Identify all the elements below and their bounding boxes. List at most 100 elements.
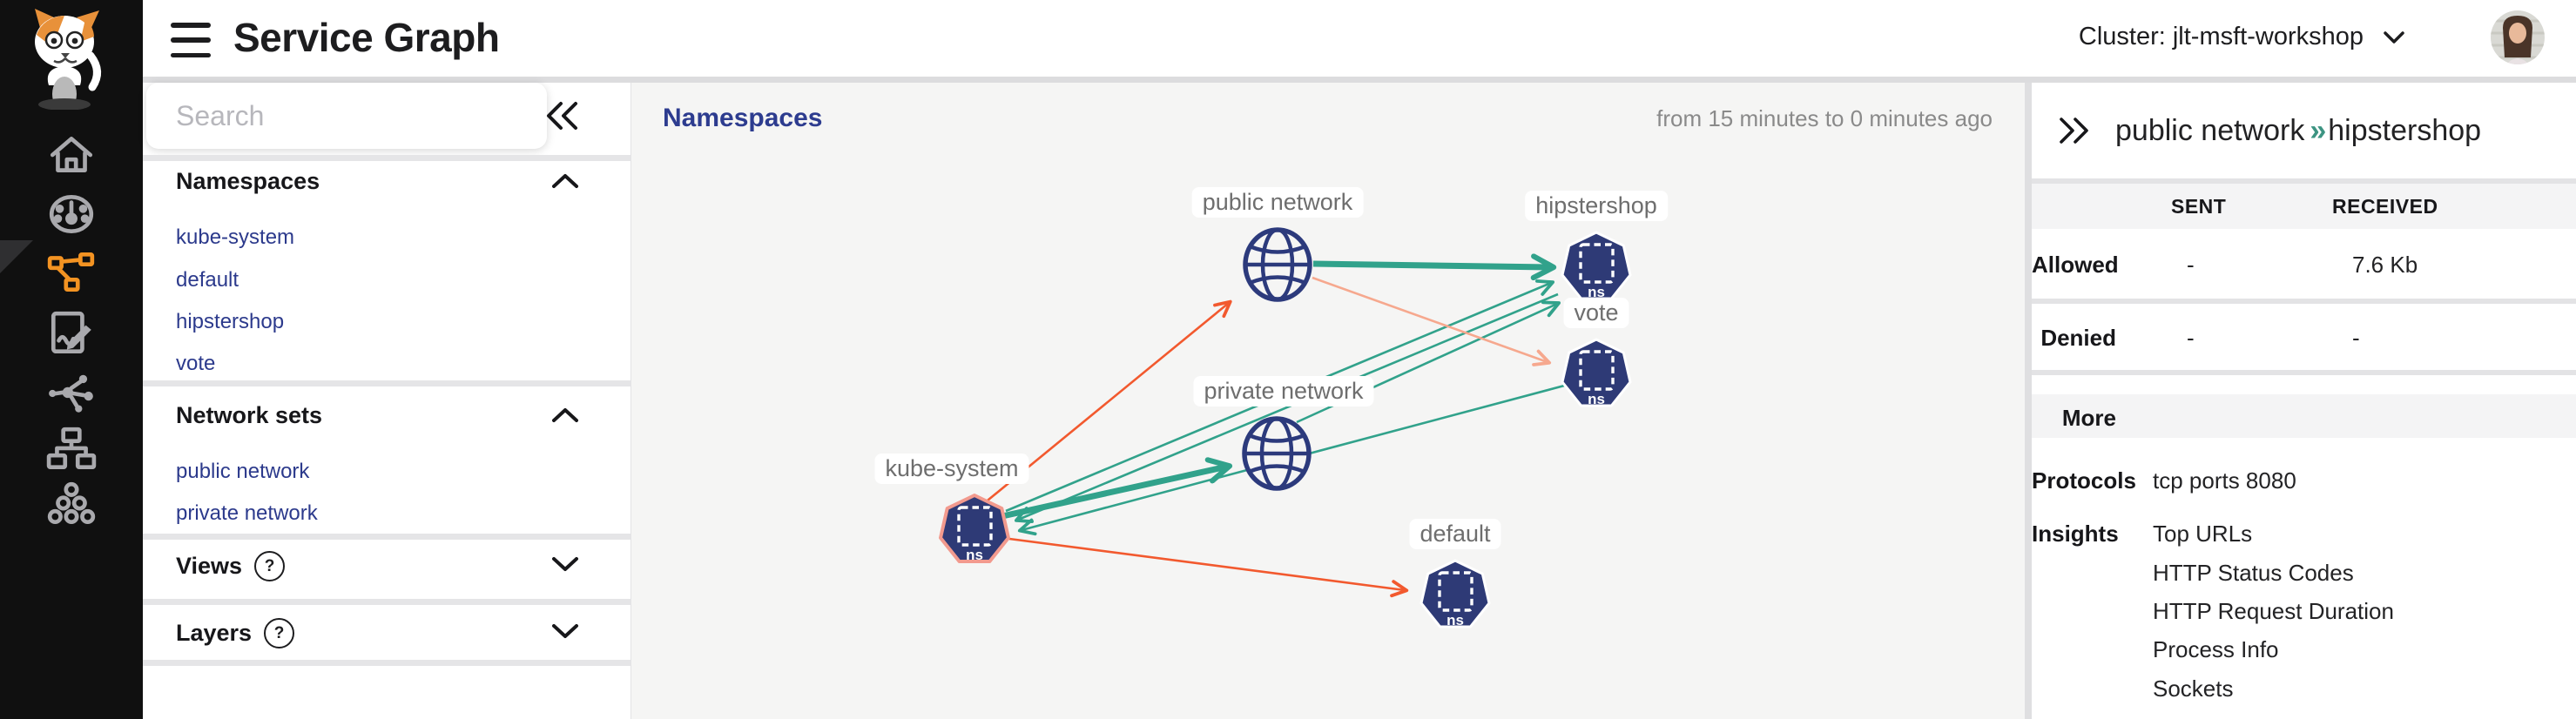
cluster-label: Cluster: jlt-msft-workshop <box>2078 23 2364 50</box>
graph-edge-hipstershop-to-kube-system[interactable] <box>1014 292 1559 524</box>
topbar-divider <box>143 77 2576 83</box>
layers-section-label: Layers <box>176 620 253 646</box>
denied-sent-value: - <box>2187 325 2195 351</box>
active-nav-notch <box>0 240 33 273</box>
insight-item: HTTP Request Duration <box>2153 598 2394 624</box>
namespace-link-default[interactable]: default <box>176 268 239 292</box>
namespace-link-kube-system[interactable]: kube-system <box>176 225 295 249</box>
divider <box>143 660 631 666</box>
canvas-view-label: Namespaces <box>663 104 823 132</box>
help-icon[interactable]: ? <box>264 618 295 648</box>
user-avatar[interactable] <box>2491 10 2545 64</box>
service-graph-canvas: Namespaces from 15 minutes to 0 minutes … <box>631 83 2026 719</box>
divider <box>2032 370 2576 375</box>
allowed-received-value: 7.6 Kb <box>2352 252 2418 278</box>
namespaces-section-label: Namespaces <box>176 168 320 194</box>
svg-text:ns: ns <box>966 547 983 563</box>
nav-home-icon[interactable] <box>0 128 143 182</box>
nav-dashboard-icon[interactable] <box>0 187 143 241</box>
more-section-band[interactable]: More <box>2032 394 2576 438</box>
breadcrumb-source: public network <box>2115 113 2305 147</box>
nav-flows-icon[interactable] <box>0 366 143 420</box>
chevron-down-icon <box>2384 30 2404 44</box>
network-sets-section-label: Network sets <box>176 402 323 428</box>
column-header-received: RECEIVED <box>2332 195 2438 218</box>
svg-text:ns: ns <box>1446 612 1464 628</box>
protocols-value: tcp ports 8080 <box>2153 467 2296 494</box>
graph-edge-kube-system-to-default[interactable] <box>1008 537 1409 598</box>
allowed-sent-value: - <box>2187 252 2195 278</box>
insight-item: HTTP Status Codes <box>2153 560 2354 586</box>
insight-item: Sockets <box>2153 675 2234 702</box>
divider <box>143 534 631 540</box>
edge-breadcrumb: public network»hipstershop <box>2115 114 2481 148</box>
chevron-up-icon[interactable] <box>550 406 580 425</box>
graph-edge-public-network-to-hipstershop[interactable] <box>1312 253 1557 281</box>
graph-sidebar: Namespaces kube-system default hipstersh… <box>143 83 631 719</box>
node-label-kube-system: kube-system <box>874 454 1029 484</box>
divider <box>143 155 631 161</box>
node-label-hipstershop: hipstershop <box>1525 191 1668 221</box>
nav-service-graph-icon[interactable] <box>0 245 143 299</box>
collapse-panel-icon[interactable] <box>540 95 585 137</box>
section-layers[interactable]: Layers ? <box>143 615 631 656</box>
collapse-details-icon[interactable] <box>2058 117 2091 144</box>
more-label: More <box>2061 405 2116 431</box>
svg-text:ns: ns <box>1588 391 1605 407</box>
row-label-allowed: Allowed <box>2032 252 2119 278</box>
row-label-denied: Denied <box>2040 325 2116 351</box>
section-namespaces[interactable]: Namespaces <box>143 165 631 206</box>
chevron-down-icon[interactable] <box>550 554 580 574</box>
node-label-private-network: private network <box>1193 376 1374 407</box>
graph-node-private-network[interactable]: private network <box>1193 376 1374 494</box>
details-header: public network»hipstershop <box>2032 83 2576 178</box>
divider <box>2025 83 2032 719</box>
divider <box>143 599 631 605</box>
denied-received-value: - <box>2352 325 2360 351</box>
graph-node-public-network[interactable]: public network <box>1191 187 1364 305</box>
graph-edge-public-network-to-vote[interactable] <box>1312 276 1552 366</box>
network-set-link-public-network[interactable]: public network <box>176 460 310 483</box>
nav-clusters-icon[interactable] <box>0 478 143 532</box>
section-views[interactable]: Views ? <box>143 548 631 589</box>
views-section-label: Views <box>176 553 243 579</box>
column-header-sent: SENT <box>2171 195 2227 218</box>
calico-cat-logo <box>14 3 120 114</box>
graph-node-default[interactable]: default ns <box>1409 519 1501 636</box>
graph-edge-kube-system-to-private-network[interactable] <box>1001 457 1233 520</box>
protocols-label: Protocols <box>2032 467 2136 494</box>
top-bar: Service Graph Cluster: jlt-msft-workshop <box>143 0 2576 77</box>
breadcrumb-target: hipstershop <box>2328 113 2482 147</box>
chevron-down-icon[interactable] <box>550 622 580 641</box>
table-header-band: SENT RECEIVED <box>2032 184 2576 229</box>
graph-node-hipstershop[interactable]: hipstershop ns <box>1525 191 1668 308</box>
cluster-selector[interactable]: Cluster: jlt-msft-workshop <box>2079 23 2405 51</box>
insights-label: Insights <box>2032 521 2119 547</box>
chevron-up-icon[interactable] <box>550 171 580 191</box>
hamburger-menu-icon[interactable] <box>171 21 211 59</box>
divider <box>2032 299 2576 304</box>
insight-item: Process Info <box>2153 636 2279 662</box>
node-label-public-network: public network <box>1191 187 1364 218</box>
search-input[interactable] <box>174 98 543 133</box>
nav-reports-icon[interactable] <box>0 306 143 360</box>
node-label-default: default <box>1409 519 1501 549</box>
divider <box>2032 178 2576 184</box>
nav-hierarchy-icon[interactable] <box>0 423 143 477</box>
svg-text:ns: ns <box>1588 284 1605 300</box>
icon-rail <box>0 0 143 719</box>
details-panel: public network»hipstershop SENT RECEIVED… <box>2032 83 2576 719</box>
divider <box>143 380 631 386</box>
graph-node-kube-system[interactable]: kube-system ns <box>874 454 1029 571</box>
namespace-link-vote[interactable]: vote <box>176 352 216 375</box>
network-set-link-private-network[interactable]: private network <box>176 501 318 525</box>
time-range-label: from 15 minutes to 0 minutes ago <box>1656 105 1993 131</box>
section-network-sets[interactable]: Network sets <box>143 399 631 440</box>
namespace-link-hipstershop[interactable]: hipstershop <box>176 310 285 333</box>
page-title: Service Graph <box>233 15 500 60</box>
flow-direction-icon: » <box>2310 113 2326 147</box>
search-box <box>146 83 547 149</box>
graph-node-vote[interactable]: vote ns <box>1558 298 1635 415</box>
help-icon[interactable]: ? <box>254 551 286 581</box>
